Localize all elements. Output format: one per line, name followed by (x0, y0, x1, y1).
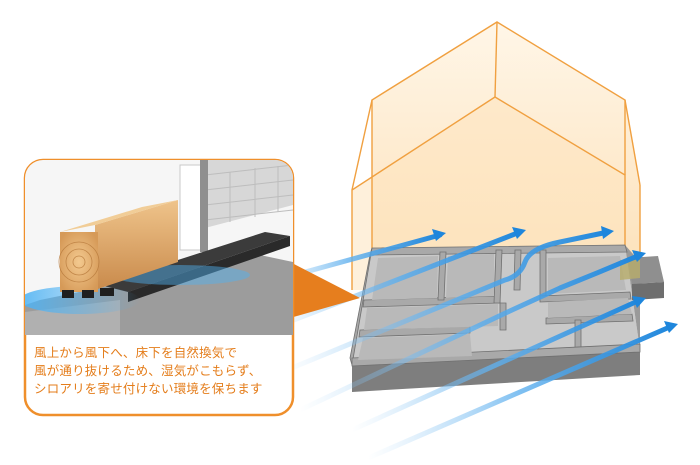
arrowhead-icon (632, 296, 646, 308)
callout-pointer (290, 262, 360, 318)
foundation-packing (62, 288, 114, 298)
airflow-arrows (255, 229, 675, 461)
house-model (349, 21, 664, 392)
arrowhead-icon (601, 226, 614, 239)
airflow-arrow-3 (279, 229, 611, 375)
timber-sill (58, 200, 178, 292)
arrowhead-icon (664, 321, 678, 333)
airflow-arrow-5 (349, 297, 643, 433)
house-outline (351, 21, 641, 290)
foundation-slab-front (352, 350, 640, 392)
siding-wall (179, 160, 293, 252)
callout-caption: 風上から風下へ、床下を自然換気で 風が通り抜けるため、湿気がこもらず、 シロアリ… (34, 344, 284, 398)
airflow-arrow-2 (265, 229, 523, 333)
airflow-arrowheads (432, 226, 678, 333)
caption-line-2: 風が通り抜けるため、湿気がこもらず、 (34, 363, 262, 378)
detail-callout (23, 158, 295, 417)
sill-packing (100, 232, 290, 292)
airflow-arrow-4 (297, 252, 643, 413)
caption-line-1: 風上から風下へ、床下を自然換気で (34, 345, 238, 360)
callout-illustration (25, 160, 293, 335)
caption-line-3: シロアリを寄せ付けない環境を保ちます (34, 381, 263, 396)
airflow-arrow-6 (365, 323, 675, 461)
arrowhead-icon (432, 229, 446, 241)
arrowhead-icon (512, 227, 526, 239)
arrowhead-icon (632, 250, 646, 262)
